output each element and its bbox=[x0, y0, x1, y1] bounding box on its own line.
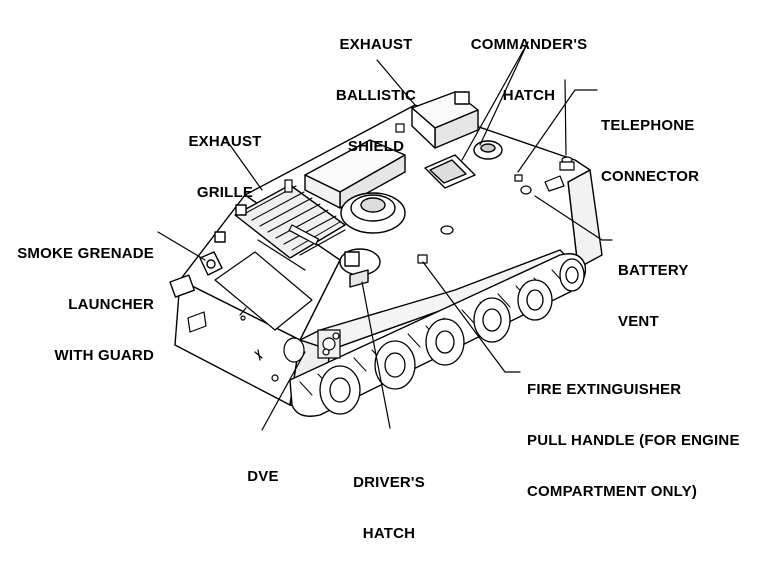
label-line: DVE bbox=[247, 468, 279, 485]
road-wheels bbox=[319, 258, 585, 415]
leader-lines bbox=[157, 41, 613, 431]
label-telephone-connector: TELEPHONE CONNECTOR bbox=[601, 83, 731, 219]
vehicle-diagram: EXHAUST BALLISTIC SHIELD COMMANDER'S HAT… bbox=[2, 2, 740, 542]
label-line: COMMANDER'S bbox=[470, 36, 588, 53]
label-drivers-hatch: DRIVER'S HATCH bbox=[344, 440, 434, 576]
commanders-hatch-shape bbox=[424, 140, 503, 189]
label-battery-vent: BATTERY VENT bbox=[618, 228, 708, 364]
label-line: HATCH bbox=[362, 525, 416, 542]
leader-battery bbox=[534, 195, 613, 241]
label-line: COMPARTMENT ONLY) bbox=[527, 483, 698, 500]
label-line: BATTERY bbox=[618, 262, 689, 279]
leader-dve bbox=[261, 351, 306, 431]
leader-smoke bbox=[157, 231, 206, 261]
front-details bbox=[187, 251, 341, 382]
label-line: CONNECTOR bbox=[601, 168, 700, 185]
leader-drivers-hatch bbox=[361, 281, 391, 429]
leader-exhaust-shield bbox=[376, 59, 416, 106]
label-line: FIRE EXTINGUISHER bbox=[527, 381, 682, 398]
label-exhaust-grille: EXHAUST GRILLE bbox=[180, 99, 270, 235]
deck-fittings bbox=[257, 79, 575, 271]
leader-commanders-hatch-b bbox=[461, 41, 529, 161]
label-line: BALLISTIC bbox=[335, 87, 417, 104]
label-line: TELEPHONE bbox=[601, 117, 695, 134]
smoke-launcher-shape bbox=[169, 204, 247, 298]
label-line: SMOKE GRENADE bbox=[17, 245, 154, 262]
label-line: GRILLE bbox=[196, 184, 254, 201]
label-dve: DVE bbox=[238, 434, 288, 519]
leader-exhaust-grille bbox=[224, 137, 263, 191]
label-commanders-hatch: COMMANDER'S HATCH bbox=[469, 2, 589, 138]
cupola-shape bbox=[340, 192, 406, 234]
label-exhaust-ballistic-shield: EXHAUST BALLISTIC SHIELD bbox=[333, 2, 419, 189]
exhaust-shield-shape bbox=[304, 139, 406, 209]
label-fire-extinguisher: FIRE EXTINGUISHER PULL HANDLE (FOR ENGIN… bbox=[527, 347, 763, 534]
label-line: PULL HANDLE (FOR ENGINE bbox=[527, 432, 740, 449]
label-line: HATCH bbox=[502, 87, 556, 104]
label-line: WITH GUARD bbox=[54, 347, 154, 364]
label-smoke-grenade-launcher: SMOKE GRENADE LAUNCHER WITH GUARD bbox=[2, 211, 154, 398]
leader-telephone bbox=[517, 89, 598, 173]
label-line: EXHAUST bbox=[339, 36, 413, 53]
label-line: LAUNCHER bbox=[68, 296, 154, 313]
armored-carrier-drawing bbox=[157, 41, 613, 431]
drivers-hatch-shape bbox=[339, 248, 381, 288]
label-line: SHIELD bbox=[347, 138, 405, 155]
label-line: DRIVER'S bbox=[353, 474, 425, 491]
label-line: VENT bbox=[618, 313, 659, 330]
leader-commanders-hatch-a bbox=[479, 41, 529, 146]
leader-fire-ext bbox=[422, 261, 521, 373]
rear-housing bbox=[411, 91, 479, 149]
label-line: EXHAUST bbox=[188, 133, 262, 150]
